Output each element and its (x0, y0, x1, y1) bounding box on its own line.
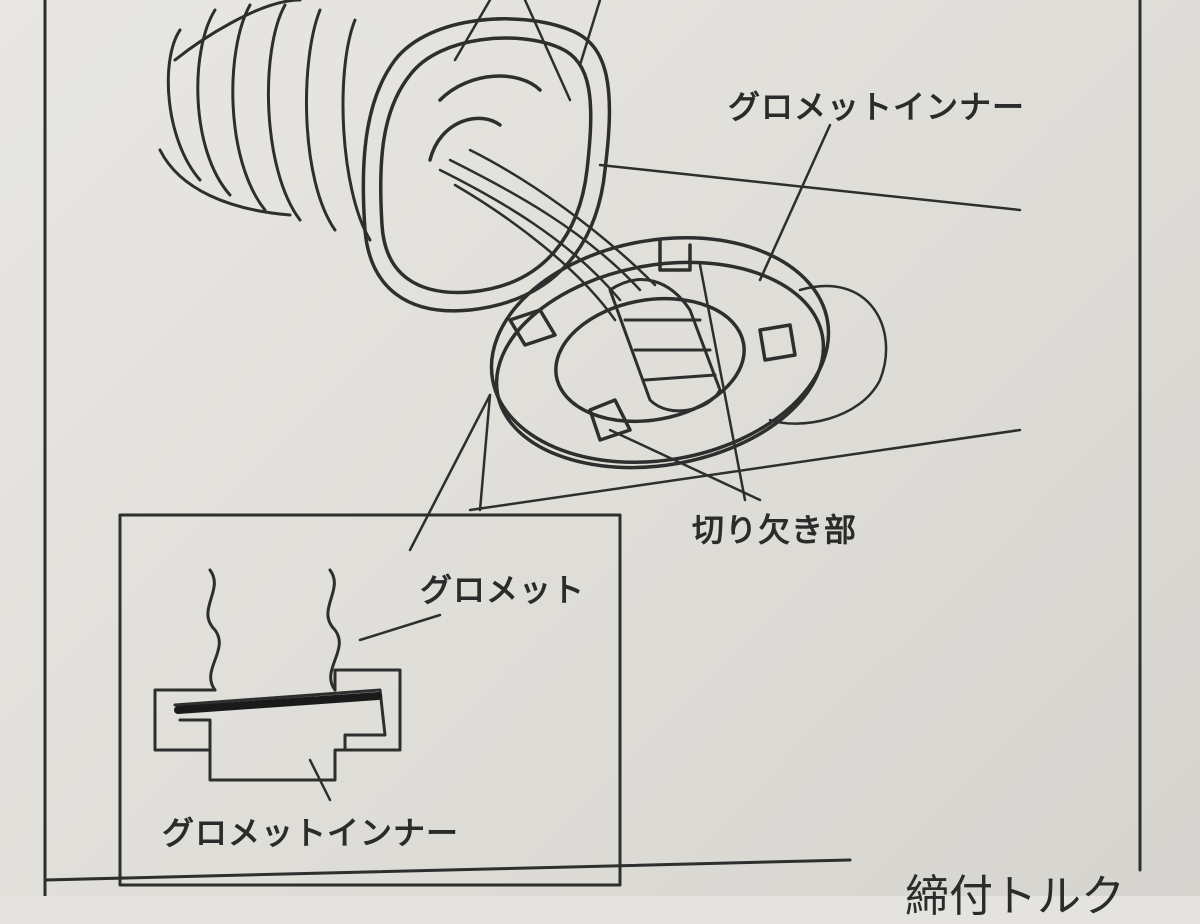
body-panel (468, 163, 1022, 512)
label-notch: 切り欠き部 (692, 511, 858, 549)
cut-off-heading-text: 締付トルク (905, 871, 1125, 922)
label-grommet: グロメット (420, 571, 586, 609)
notch-left (508, 308, 557, 347)
notch-top (658, 238, 692, 272)
corrugated-tube (158, 0, 372, 242)
grommet-inner-section (174, 692, 382, 714)
notch-right (758, 323, 797, 362)
detail-callout-lines (408, 393, 492, 552)
frame-bottom-line (43, 858, 852, 882)
notch-bottom (588, 398, 632, 442)
label-grommet-inner-bottom: グロメットインナー (162, 814, 460, 852)
grommet-inner-plate (489, 235, 831, 470)
grommet-flange (361, 17, 612, 313)
label-grommet-inner-top: グロメットインナー (728, 88, 1026, 126)
leader-lines (308, 0, 832, 802)
detail-box (118, 513, 622, 887)
grommet-diagram (43, 0, 1142, 896)
wire-bundle (438, 148, 657, 322)
cable-boot (608, 278, 722, 413)
cross-section (153, 568, 402, 782)
